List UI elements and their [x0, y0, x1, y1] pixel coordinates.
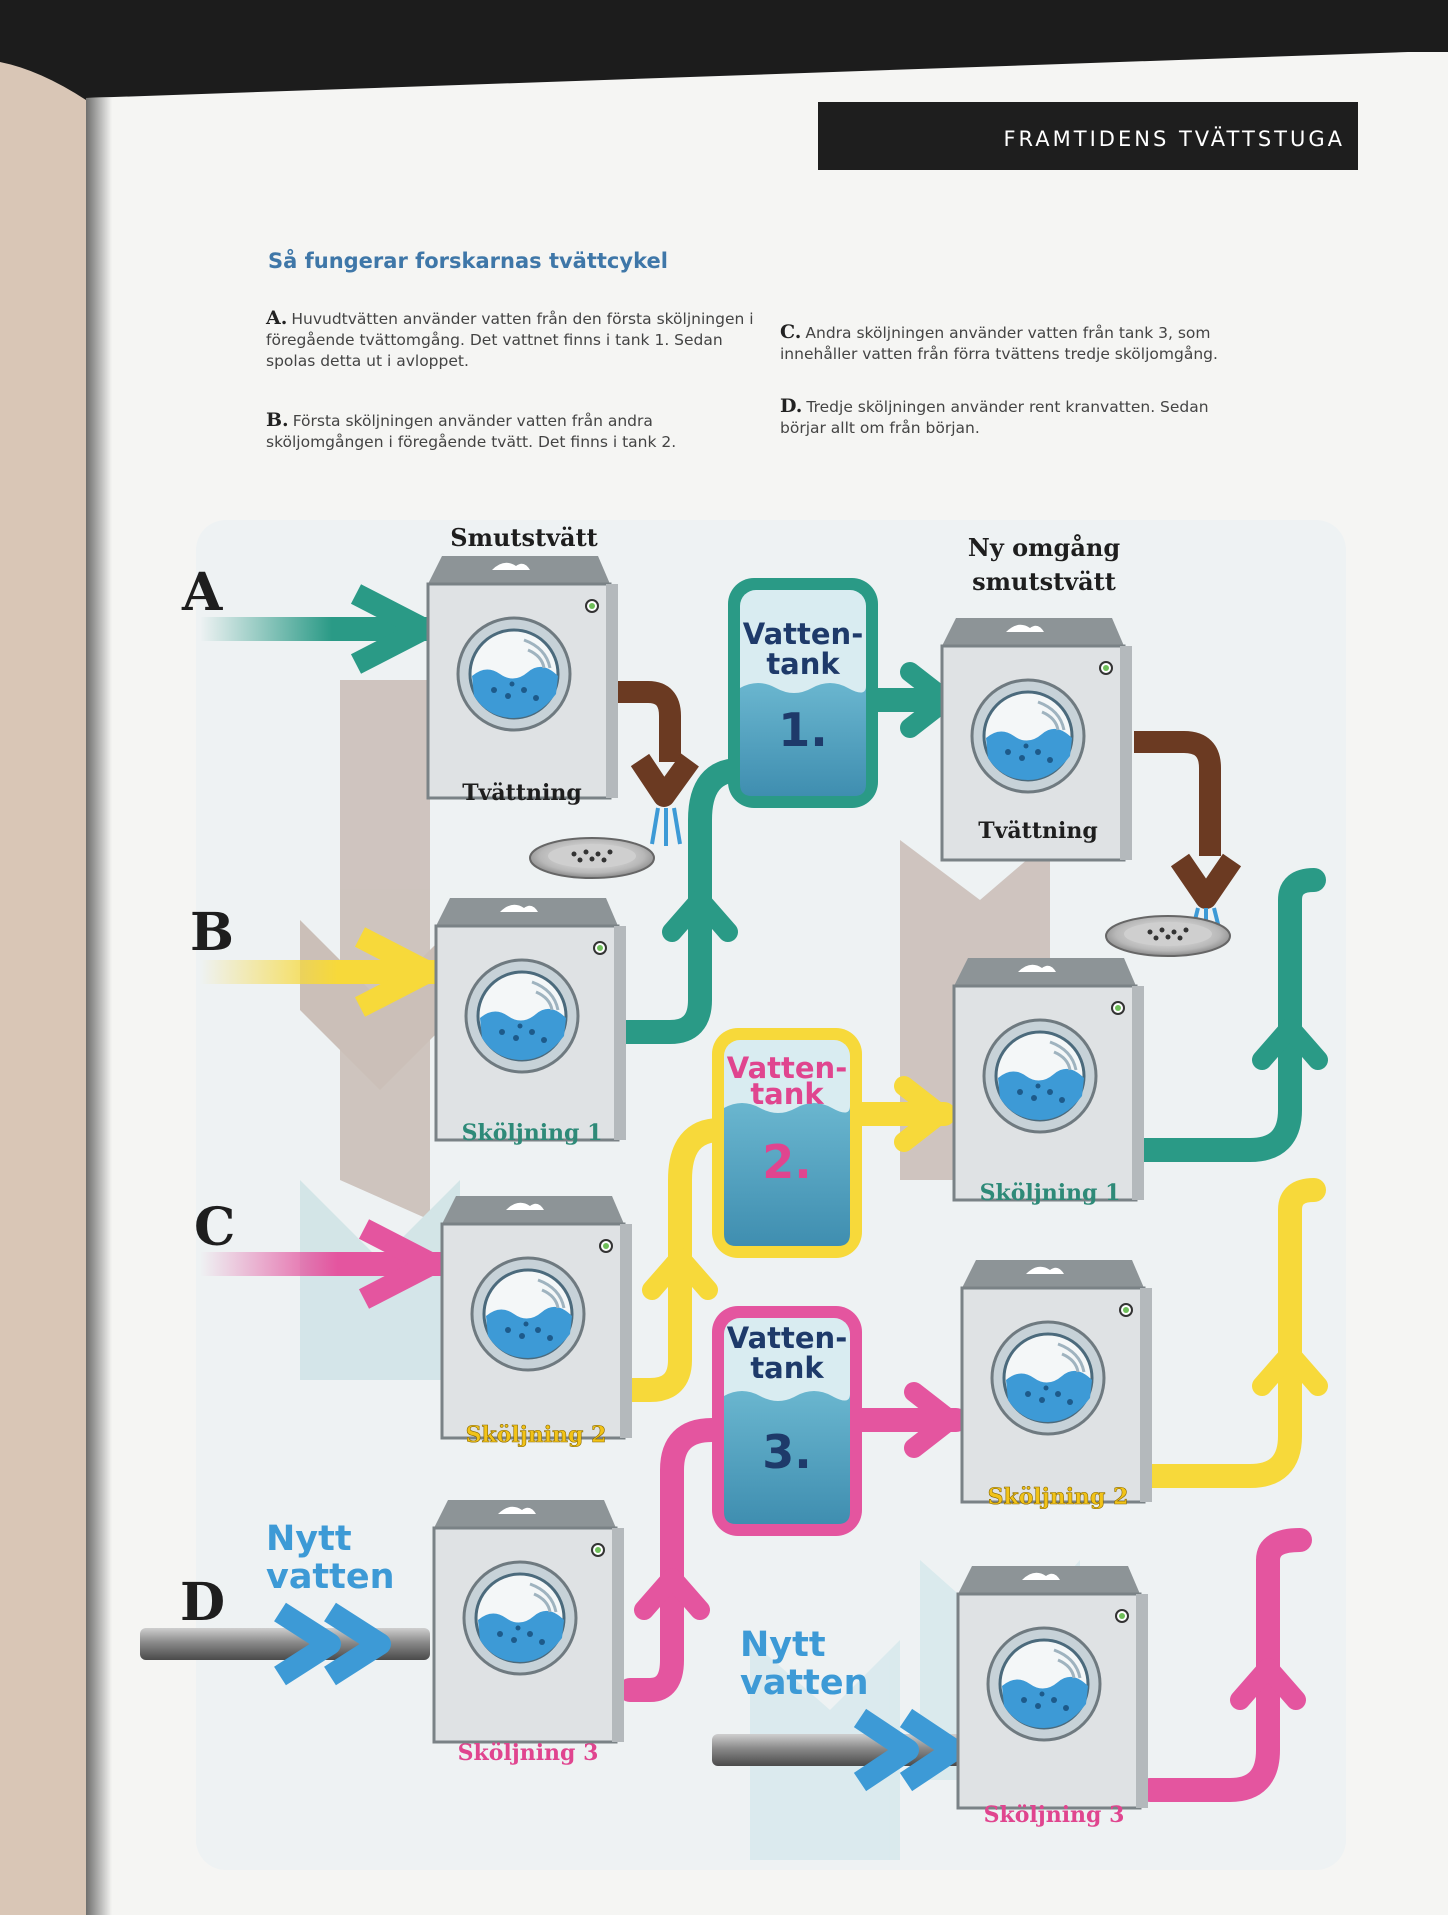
washer-right-b	[952, 956, 1146, 1202]
water-tank-2	[712, 1028, 862, 1258]
step-b: B.Första sköljningen använder vatten frå…	[266, 410, 756, 453]
label-right-skoljning-1: Sköljning 1	[980, 1180, 1121, 1206]
intake-arrow-a	[200, 584, 440, 674]
tank-3-line2: tank	[750, 1351, 824, 1385]
step-c-text: Andra sköljningen använder vatten från t…	[780, 324, 1218, 363]
title-smutstvatt: Smutstvätt	[450, 523, 598, 552]
label-left-skoljning-1: Sköljning 1	[462, 1120, 603, 1146]
fresh-water-pipe-right	[712, 1708, 972, 1792]
water-tank-3	[712, 1306, 862, 1536]
step-d: D.Tredje sköljningen använder rent kranv…	[780, 396, 1250, 439]
label-left-tvattning: Tvättning	[462, 780, 581, 806]
step-b-text: Första sköljningen använder vatten från …	[266, 412, 677, 451]
label-left-skoljning-3: Sköljning 3	[458, 1740, 599, 1766]
subtitle: Så fungerar forskarnas tvättcykel	[268, 248, 668, 273]
drain-right	[1105, 731, 1242, 957]
tank-2-number: 2.	[762, 1135, 811, 1189]
tank-2-line2: tank	[750, 1077, 824, 1111]
nytt-vatten-left-line1: Nytt	[266, 1519, 352, 1559]
nytt-vatten-left-line2: vatten	[266, 1557, 395, 1597]
row-label-a: A	[181, 562, 223, 623]
step-b-letter: B.	[266, 409, 289, 431]
step-a: A.Huvudtvätten använder vatten från den …	[266, 308, 756, 372]
step-d-letter: D.	[780, 395, 803, 417]
title-smutstvatt-2: smutstvätt	[972, 567, 1116, 596]
tank-1-line1: Vatten-	[743, 617, 864, 651]
step-c-letter: C.	[780, 321, 802, 343]
step-d-text: Tredje sköljningen använder rent kranvat…	[780, 398, 1209, 437]
tank-1-line2: tank	[766, 647, 840, 681]
washer-left-d	[432, 1498, 626, 1744]
tank-1-number: 1.	[778, 703, 827, 757]
washer-right-d	[956, 1564, 1150, 1810]
step-a-letter: A.	[266, 307, 288, 329]
washer-right-c	[960, 1258, 1154, 1504]
row-label-b: B	[190, 902, 234, 963]
fresh-water-pipe-left	[140, 1602, 430, 1686]
label-right-skoljning-2: Sköljning 2	[988, 1484, 1129, 1510]
section-header: FRAMTIDENS TVÄTTSTUGA	[1003, 126, 1345, 151]
section-header-bar	[818, 102, 1358, 170]
washer-left-b	[434, 896, 628, 1142]
row-label-d: D	[180, 1572, 225, 1633]
label-left-skoljning-2: Sköljning 2	[466, 1422, 607, 1448]
step-c: C.Andra sköljningen använder vatten från…	[780, 322, 1250, 365]
tank-2-line1: Vatten-	[727, 1051, 848, 1085]
tank-3-line1: Vatten-	[727, 1321, 848, 1355]
drain-left	[529, 681, 699, 879]
row-label-c: C	[194, 1197, 235, 1258]
nytt-vatten-right-line1: Nytt	[740, 1625, 826, 1665]
label-right-tvattning: Tvättning	[978, 818, 1097, 844]
facing-page-edge	[0, 62, 86, 1915]
label-right-skoljning-3: Sköljning 3	[984, 1802, 1125, 1828]
washer-left-a	[426, 554, 620, 800]
washer-left-c	[440, 1194, 634, 1440]
title-ny-omgang: Ny omgång	[968, 533, 1120, 562]
step-a-text: Huvudtvätten använder vatten från den fö…	[266, 310, 754, 370]
page-gutter-shadow	[86, 98, 112, 1915]
nytt-vatten-right-line2: vatten	[740, 1663, 869, 1703]
tank-3-number: 3.	[762, 1425, 811, 1479]
intake-arrow-c	[200, 1219, 450, 1309]
water-tank-1	[728, 578, 878, 808]
intake-arrow-b	[200, 927, 450, 1017]
flow-paths	[614, 662, 1328, 1802]
